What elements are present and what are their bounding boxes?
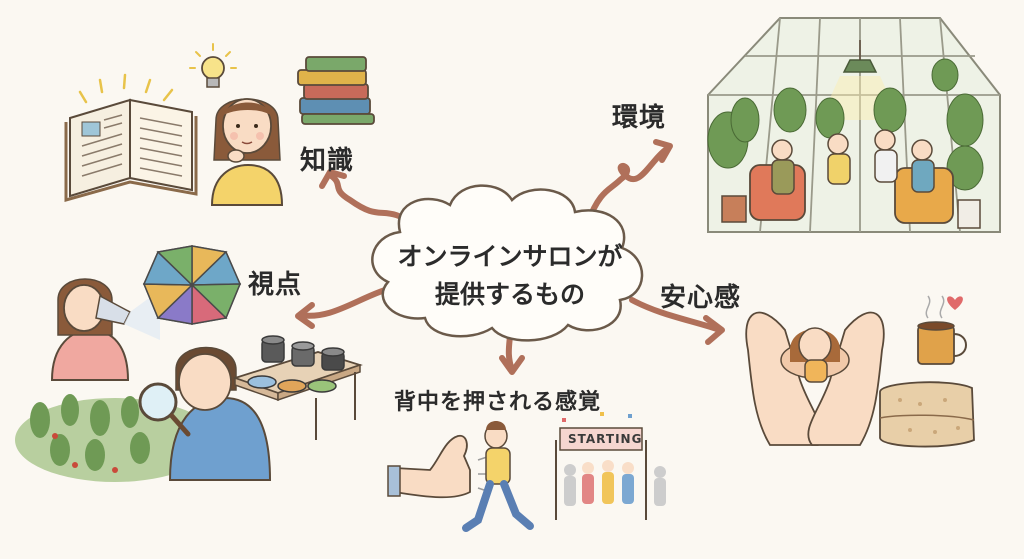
folded-blanket-icon: [879, 381, 975, 448]
branch-label-knowledge: 知識: [300, 146, 355, 176]
starting-banner: [555, 412, 666, 520]
center-title-line2: 提供するもの: [434, 280, 585, 309]
arrow-head-encouragement: [499, 355, 525, 375]
starting-banner-text: STARTING: [568, 432, 643, 446]
center-title: オンラインサロンが 提供するもの: [378, 238, 642, 314]
coffee-mug-icon: [917, 295, 967, 365]
branch-label-environment: 環境: [612, 103, 667, 133]
book-stack-icon: [297, 56, 375, 125]
magnifying-boy-figure: [138, 346, 272, 481]
camera-lens-table: [232, 335, 363, 440]
arrow-to-security: [629, 297, 723, 333]
heart-icon: [947, 296, 963, 310]
arrow-head-knowledge: [319, 169, 347, 189]
center-cloud: [371, 184, 644, 342]
branch-label-perspective: 視点: [248, 270, 303, 300]
arrow-head-environment: [653, 139, 673, 163]
arrow-to-perspective: [297, 287, 388, 319]
arrow-head-security: [703, 315, 725, 345]
open-book-icon: [64, 73, 198, 202]
branch-label-security: 安心感: [660, 283, 742, 313]
cupped-hands-figure: [745, 311, 885, 446]
arrow-head-perspective: [295, 302, 315, 329]
arrow-to-environment: [585, 145, 671, 225]
arrow-to-knowledge: [327, 172, 423, 231]
branch-arrows: [295, 139, 725, 375]
running-person-figure: [462, 421, 534, 532]
kaleidoscope-pattern-icon: [142, 245, 242, 325]
kaleidoscope-girl-figure: [50, 278, 160, 381]
branch-label-encouragement: 背中を押される感覚: [394, 390, 602, 415]
center-title-line1: オンラインサロンが: [397, 242, 623, 271]
greenhouse-scene: [707, 17, 1001, 233]
pushing-hand-icon: [387, 434, 492, 499]
thinking-girl-figure: [210, 98, 284, 206]
light-bulb-icon: [189, 43, 237, 88]
